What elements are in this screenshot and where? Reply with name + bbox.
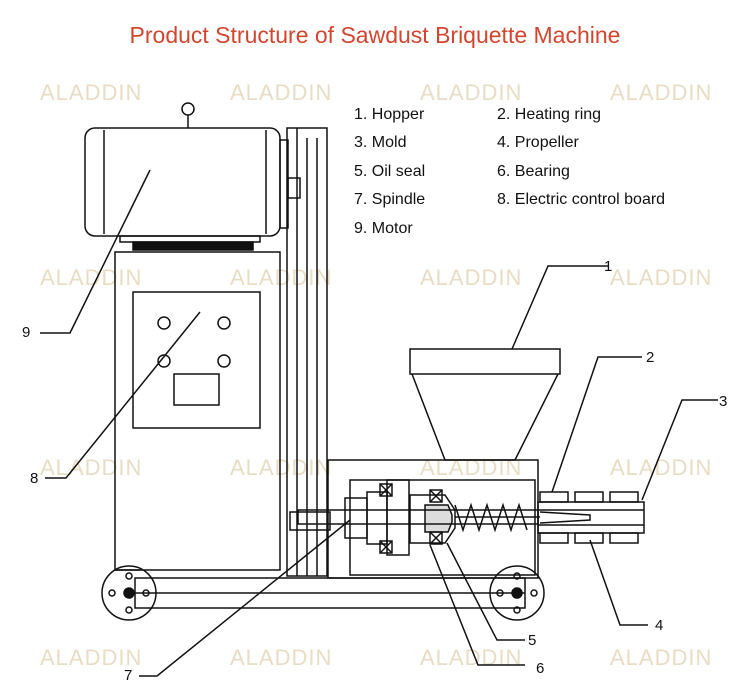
legend-item-propeller: 4. Propeller (497, 134, 579, 151)
left-wheel (101, 565, 157, 621)
propeller (454, 502, 540, 533)
callout-3: 3 (719, 393, 728, 410)
watermark: ALADDIN (40, 645, 142, 670)
watermark: ALADDIN (610, 645, 712, 670)
watermark: ALADDIN (610, 455, 712, 480)
watermark: ALADDIN (420, 265, 522, 290)
watermark: ALADDIN (420, 645, 522, 670)
right-wheel (489, 565, 545, 621)
electric-control-board (132, 291, 261, 429)
callout-4: 4 (655, 617, 664, 634)
watermark: ALADDIN (610, 265, 712, 290)
legend-item-motor: 9. Motor (354, 220, 413, 237)
callout-8: 8 (30, 470, 39, 487)
callout-6: 6 (536, 660, 545, 677)
page-title: Product Structure of Sawdust Briquette M… (129, 22, 621, 48)
watermark: ALADDIN (420, 80, 522, 105)
leader-lines (40, 169, 718, 677)
watermark: ALADDIN (230, 645, 332, 670)
legend-item-hopper: 1. Hopper (354, 106, 425, 123)
watermark: ALADDIN (40, 80, 142, 105)
watermark: ALADDIN (40, 455, 142, 480)
motor (84, 127, 301, 251)
watermark: ALADDIN (40, 265, 142, 290)
legend-item-bearing: 6. Bearing (497, 163, 570, 180)
legend-item-electric-control-board: 8. Electric control board (497, 191, 666, 208)
cabinet (114, 251, 281, 571)
callout-9: 9 (22, 324, 31, 341)
motor-lifting-eye (181, 102, 195, 128)
legend-item-oil-seal: 5. Oil seal (354, 163, 426, 180)
oil-seal (409, 494, 456, 544)
base-frame (134, 577, 526, 609)
legend-item-mold: 3. Mold (354, 134, 407, 151)
callout-2: 2 (646, 349, 655, 366)
watermark-group: ALADDIN ALADDIN ALADDIN ALADDIN ALADDIN … (40, 80, 712, 670)
heating-ring (539, 491, 639, 544)
watermark: ALADDIN (610, 80, 712, 105)
belt-guard (286, 127, 331, 577)
watermark: ALADDIN (420, 455, 522, 480)
watermark: ALADDIN (230, 80, 332, 105)
callout-1: 1 (604, 258, 613, 275)
mold (537, 501, 645, 534)
legend-item-spindle: 7. Spindle (354, 191, 426, 208)
callout-5: 5 (528, 632, 537, 649)
callout-7: 7 (124, 667, 133, 684)
bearing (379, 483, 443, 554)
hopper (409, 348, 561, 461)
legend-item-heating-ring: 2. Heating ring (497, 106, 602, 123)
